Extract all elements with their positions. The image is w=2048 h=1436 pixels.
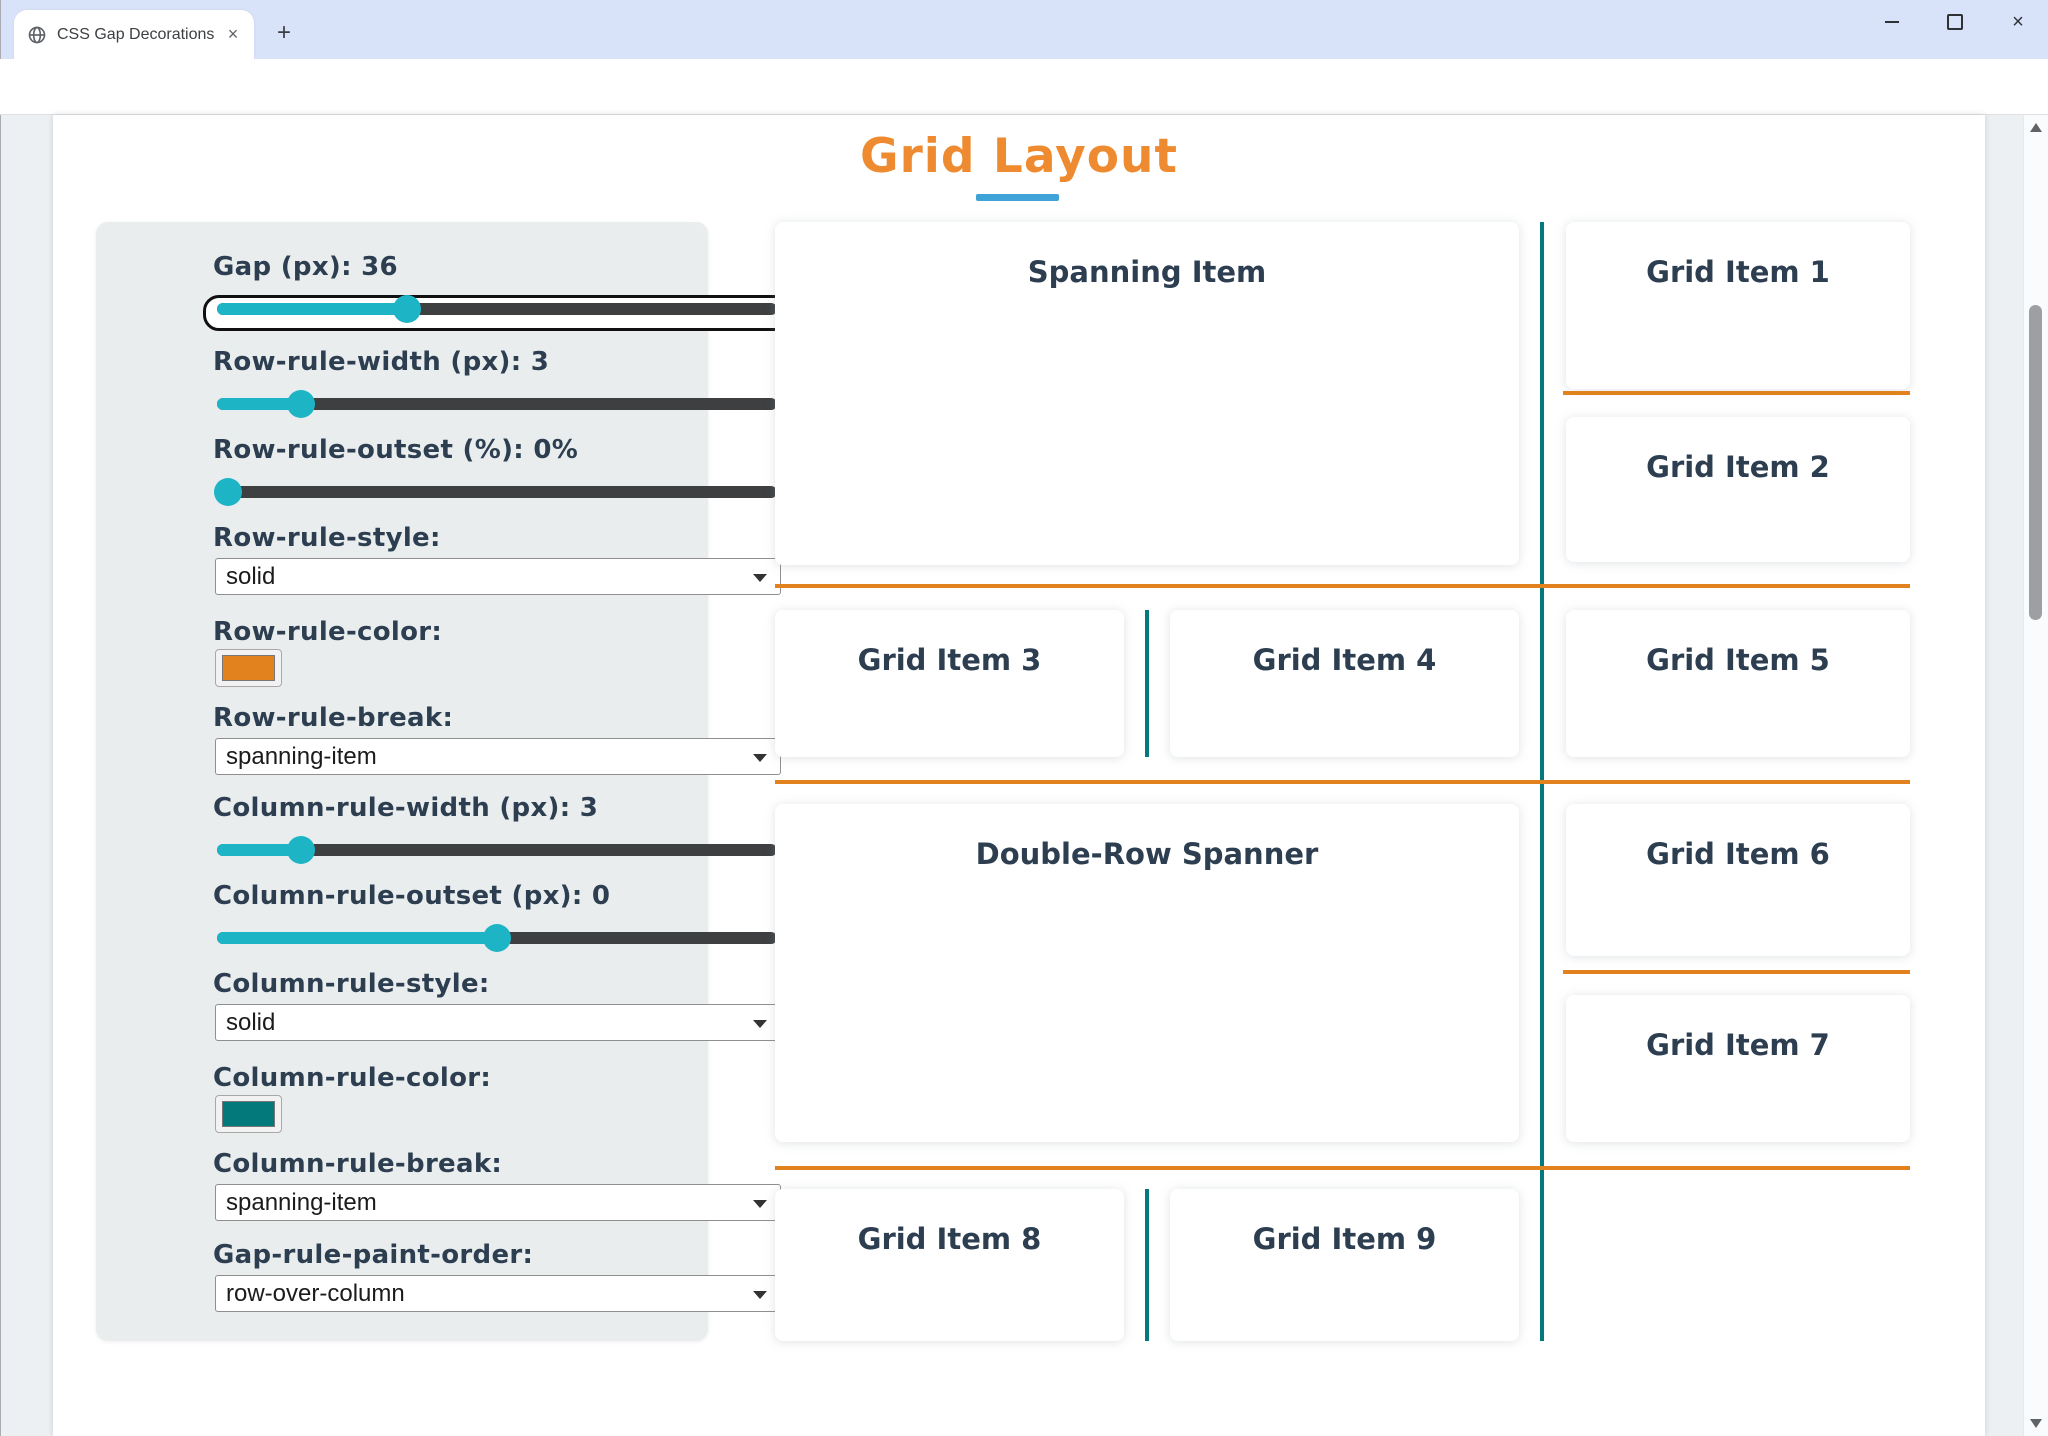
row-rule-width-slider-thumb[interactable] (287, 390, 315, 418)
column-rule-style-label: Column-rule-style: (213, 969, 490, 999)
column-rule-color-swatch (222, 1101, 275, 1127)
grid-item-8: Grid Item 8 (775, 1189, 1124, 1341)
column-rule-width-label: Column-rule-width (px): 3 (213, 793, 599, 823)
column-rule-color-label: Column-rule-color: (213, 1063, 492, 1093)
row-rule-color-label: Row-rule-color: (213, 617, 443, 647)
column-rule-outset-label: Column-rule-outset (px): 0 (213, 881, 611, 911)
title-underline (976, 194, 1059, 201)
grid-item-1-label: Grid Item 1 (1646, 255, 1830, 289)
row-rule-width-slider-fill (217, 398, 301, 410)
column-rule-break-label: Column-rule-break: (213, 1149, 503, 1179)
grid-item-8-label: Grid Item 8 (857, 1222, 1042, 1256)
gap-rule-paint-order-selected-value: row-over-column (226, 1279, 405, 1307)
scrollbar-thumb[interactable] (2029, 305, 2042, 620)
column-rule-width-slider-fill (217, 844, 301, 856)
column-rule-width-slider[interactable] (217, 836, 777, 864)
column-rule-break-select[interactable]: spanning-item (215, 1184, 781, 1221)
page-scrollbar[interactable] (2023, 115, 2048, 1436)
row-rule-width-label: Row-rule-width (px): 3 (213, 347, 550, 377)
row-rule-style-label: Row-rule-style: (213, 523, 441, 553)
column-rule-color-picker[interactable] (215, 1095, 282, 1133)
chevron-down-icon (753, 1020, 767, 1028)
chevron-down-icon (753, 754, 767, 762)
grid-item-7-label: Grid Item 7 (1646, 1028, 1830, 1062)
grid-item-4: Grid Item 4 (1170, 610, 1519, 757)
scrollbar-down-arrow-icon[interactable] (2030, 1419, 2042, 1428)
grid-item-5-label: Grid Item 5 (1646, 643, 1830, 677)
row-rule-style-selected-value: solid (226, 562, 276, 590)
row-rule-outset-slider[interactable] (214, 478, 777, 506)
grid-item-5: Grid Item 5 (1566, 610, 1910, 757)
column-rule-outset-slider-thumb[interactable] (483, 924, 511, 952)
new-tab-button[interactable]: + (276, 19, 291, 46)
column-rule-outset-slider[interactable] (217, 924, 777, 952)
window-maximize-button[interactable] (1925, 0, 1985, 44)
chevron-down-icon (753, 574, 767, 582)
gap-slider-fill (217, 303, 408, 315)
gap-rule-paint-order-select[interactable]: row-over-column (215, 1275, 781, 1312)
row-rule-break-select[interactable]: spanning-item (215, 738, 781, 775)
tab-title: CSS Gap Decorations playground (57, 25, 215, 43)
grid-item-2: Grid Item 2 (1566, 417, 1910, 562)
page-title: Grid Layout (860, 129, 1178, 184)
row-rule-width-slider[interactable] (217, 390, 777, 418)
row-rule (775, 780, 1910, 784)
column-rule-outset-slider-fill (217, 932, 497, 944)
scrollbar-up-arrow-icon[interactable] (2030, 123, 2042, 132)
row-rule-outset-slider-thumb[interactable] (214, 478, 243, 506)
row-rule (1563, 391, 1910, 395)
grid-item-3: Grid Item 3 (775, 610, 1124, 757)
column-rule (1145, 1189, 1149, 1341)
column-rule-style-selected-value: solid (226, 1008, 276, 1036)
column-rule-width-slider-thumb[interactable] (287, 836, 315, 864)
row-rule-color-swatch (222, 655, 275, 681)
row-rule-break-selected-value: spanning-item (226, 742, 377, 770)
column-rule (1145, 610, 1149, 757)
controls-panel: Gap (px): 36 Row-rule-width (px): 3 Row-ru… (96, 222, 797, 1341)
column-rule-break-selected-value: spanning-item (226, 1188, 377, 1216)
gap-label: Gap (px): 36 (213, 252, 398, 282)
gap-slider[interactable] (217, 295, 777, 323)
gap-rule-paint-order-label: Gap-rule-paint-order: (213, 1240, 534, 1270)
row-rule (775, 1166, 1910, 1170)
row-rule (775, 584, 1910, 588)
grid-item-2-label: Grid Item 2 (1646, 450, 1830, 484)
row-rule-style-select[interactable]: solid (215, 558, 781, 595)
double-row-spanner-label: Double-Row Spanner (975, 837, 1319, 871)
globe-favicon-icon (28, 26, 46, 43)
row-rule-break-label: Row-rule-break: (213, 703, 454, 733)
tab-close-icon[interactable]: × (227, 24, 239, 44)
chevron-down-icon (753, 1291, 767, 1299)
grid-item-6: Grid Item 6 (1566, 804, 1910, 956)
chevron-down-icon (753, 1200, 767, 1208)
grid-item-3-label: Grid Item 3 (857, 643, 1042, 677)
double-row-spanner: Double-Row Spanner (775, 804, 1519, 1142)
browser-toolbar: microsoftedge.github.io/Demos/css-gap-de… (0, 59, 2048, 167)
row-rule-outset-label: Row-rule-outset (%): 0% (213, 435, 579, 465)
grid-item-9: Grid Item 9 (1170, 1189, 1519, 1341)
grid-item-6-label: Grid Item 6 (1646, 837, 1830, 871)
grid-item-7: Grid Item 7 (1566, 995, 1910, 1142)
window-close-button[interactable]: × (2012, 10, 2024, 33)
row-rule-color-picker[interactable] (215, 649, 282, 687)
grid-item-4-label: Grid Item 4 (1252, 643, 1437, 677)
column-rule-style-select[interactable]: solid (215, 1004, 781, 1041)
spanning-item: Spanning Item (775, 222, 1519, 565)
window-minimize-button[interactable] (1862, 0, 1922, 44)
grid-item-9-label: Grid Item 9 (1252, 1222, 1437, 1256)
gap-slider-thumb[interactable] (393, 295, 422, 323)
tab-strip: CSS Gap Decorations playground × + × (0, 0, 2048, 59)
spanning-item-label: Spanning Item (1027, 255, 1267, 289)
row-rule (1563, 970, 1910, 974)
browser-tab[interactable]: CSS Gap Decorations playground × (14, 10, 254, 59)
grid-item-1: Grid Item 1 (1566, 222, 1910, 389)
